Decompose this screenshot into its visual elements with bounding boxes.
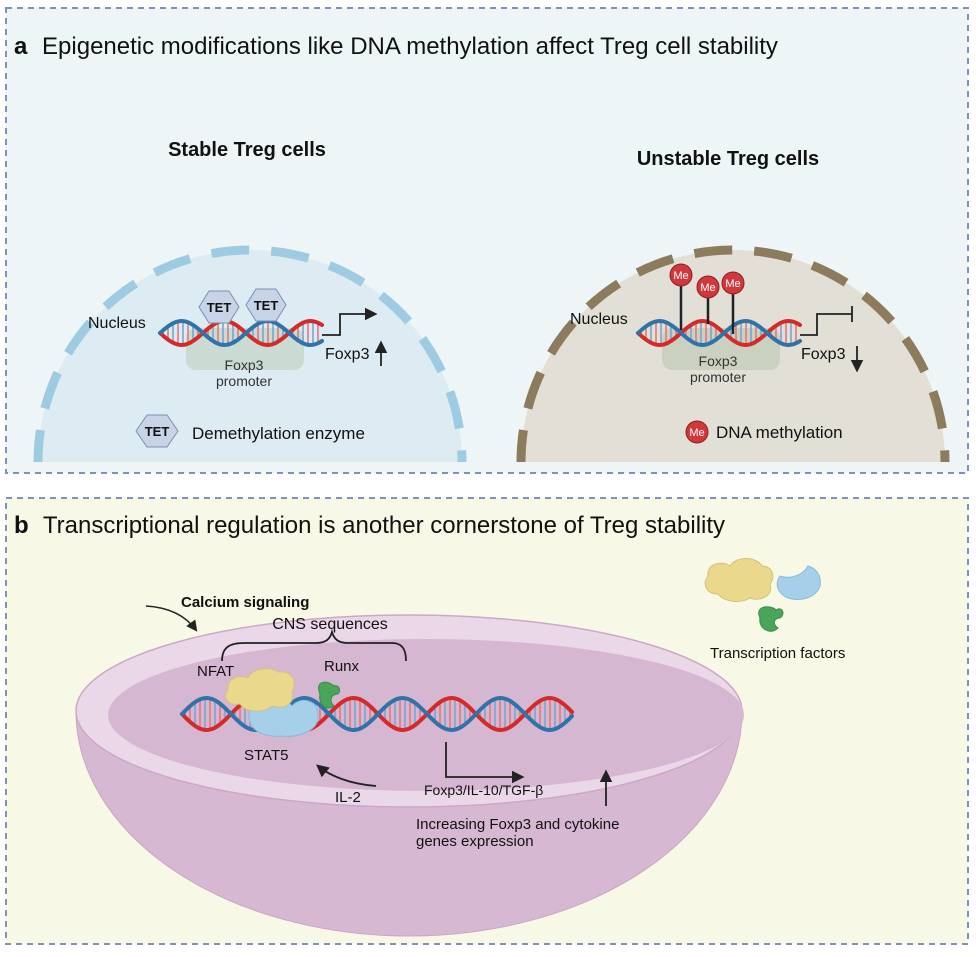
- panel-b-letter: b: [14, 512, 29, 539]
- runx-label: Runx: [324, 658, 360, 675]
- unstable-promoter-line1: Foxp3: [699, 353, 738, 369]
- output-transcription-arrow: [445, 742, 525, 784]
- methyl-group-1: Me: [669, 263, 693, 287]
- tet-legend-icon: TET: [135, 414, 179, 448]
- legend-blue-factor: [776, 565, 821, 600]
- tet-enzyme-2: TET: [245, 288, 287, 322]
- unstable-nucleus-label: Nucleus: [570, 311, 628, 328]
- unstable-dna-helix: [636, 318, 802, 348]
- panel-a: a Epigenetic modifications like DNA meth…: [5, 7, 969, 474]
- nfat-factor: [225, 668, 295, 712]
- legend-yellow-factor: [704, 558, 774, 602]
- stable-promoter-line1: Foxp3: [225, 357, 264, 373]
- unstable-promoter-line2: promoter: [690, 369, 746, 385]
- svg-text:b Transcriptional regula: b Transcriptional regulation is another …: [14, 512, 725, 539]
- methyl-group-2: Me: [696, 275, 720, 299]
- panel-b-title: Transcriptional regulation is another co…: [43, 512, 725, 539]
- panel-a-title: Epigenetic modifications like DNA methyl…: [42, 33, 778, 60]
- expression-note-line2: genes expression: [416, 833, 534, 850]
- transcription-factors-label: Transcription factors: [710, 645, 845, 662]
- cns-sequences-label: CNS sequences: [272, 616, 388, 633]
- stable-transcription-arrow: [322, 307, 378, 336]
- panel-b: b Transcriptional regulation is another …: [5, 497, 969, 945]
- legend-green-factor: [758, 606, 784, 632]
- tet-enzyme-1: TET: [198, 290, 240, 324]
- dna-strand-blue: [636, 318, 802, 348]
- svg-text:Me: Me: [700, 282, 715, 294]
- unstable-heading: Unstable Treg cells: [637, 148, 819, 170]
- methyl-legend-text: DNA methylation: [716, 423, 843, 442]
- transcription-factors-legend: Transcription factors: [704, 558, 845, 662]
- stable-gene-label: Foxp3: [325, 346, 370, 363]
- stable-promoter-line2: promoter: [216, 373, 272, 389]
- methyl-legend-icon: Me: [685, 420, 709, 444]
- blocked-transcription-icon: [800, 306, 853, 336]
- calcium-signaling-label: Calcium signaling: [181, 594, 309, 611]
- methyl-group-3: Me: [721, 271, 745, 295]
- stable-heading: Stable Treg cells: [168, 139, 326, 161]
- tet-legend-text: Demethylation enzyme: [192, 424, 365, 443]
- dna-strand-blue: [158, 318, 324, 348]
- panel-a-letter: a: [14, 33, 28, 60]
- runx-factor: [318, 681, 341, 709]
- svg-text:TET: TET: [207, 300, 232, 315]
- svg-text:TET: TET: [254, 298, 279, 313]
- unstable-promoter-region: Nucleus Foxp3 promoter Me Me Me Foxp3: [570, 263, 864, 444]
- svg-text:Me: Me: [725, 278, 740, 290]
- output-genes-label: Foxp3/IL-10/TGF-β: [424, 782, 543, 798]
- cns-brace: [221, 628, 407, 662]
- svg-text:TET: TET: [145, 424, 170, 439]
- stable-nucleus-label: Nucleus: [88, 315, 146, 332]
- nfat-label: NFAT: [197, 663, 234, 680]
- stat5-label: STAT5: [244, 747, 288, 764]
- stable-promoter-region: Nucleus Foxp3 promoter TET TET Foxp3 TET…: [88, 288, 388, 448]
- svg-text:a Epigenetic modificatio: a Epigenetic modifications like DNA meth…: [14, 33, 778, 60]
- dna-strand-red: [636, 318, 802, 348]
- stable-dna-helix: [158, 318, 324, 348]
- calcium-arrow: [145, 605, 198, 632]
- svg-text:Me: Me: [673, 270, 688, 282]
- dna-strand-blue: [180, 695, 574, 733]
- svg-text:Me: Me: [689, 427, 704, 439]
- expression-note-line1: Increasing Foxp3 and cytokine: [416, 816, 619, 833]
- il2-arrow: [316, 764, 377, 787]
- dna-strand-red: [158, 318, 324, 348]
- unstable-gene-label: Foxp3: [801, 346, 846, 363]
- il2-label: IL-2: [335, 789, 361, 806]
